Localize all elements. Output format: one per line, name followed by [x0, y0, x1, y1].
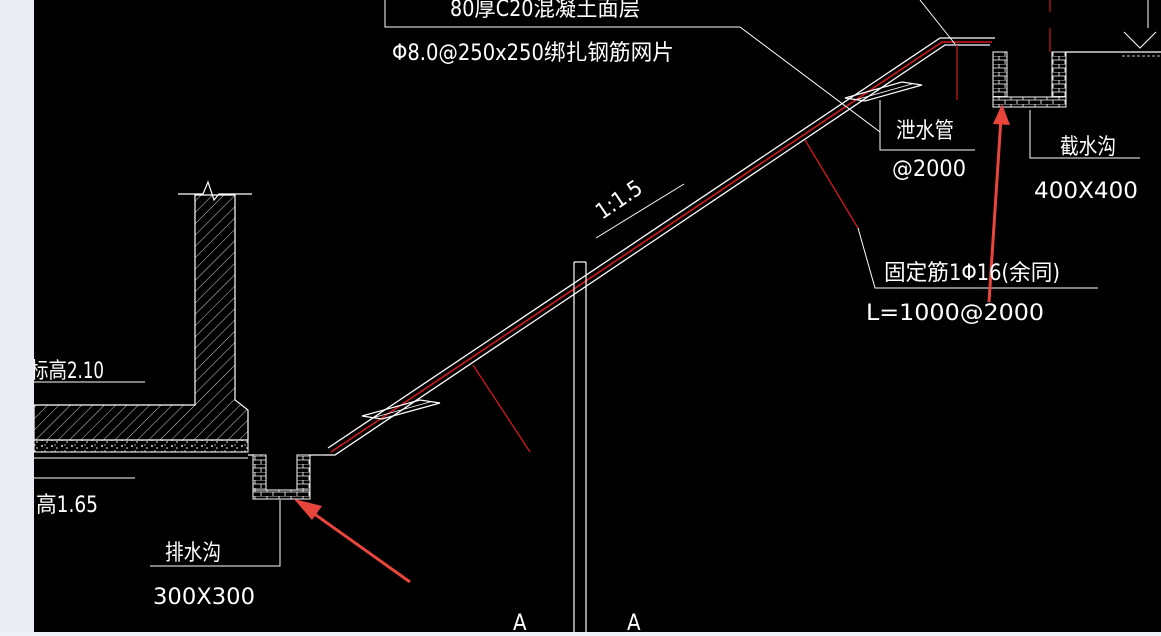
label-section-left: A	[513, 611, 527, 632]
window-margin	[0, 0, 34, 632]
callout-arrow-right	[987, 104, 1010, 303]
label-elevation-upper: 标高2.10	[34, 359, 104, 384]
label-slope-ratio: 1:1.5	[591, 176, 647, 225]
cad-drawing-canvas[interactable]: 80厚C20混凝土面层 Φ8.0@250x250绑扎钢筋网片 1:1.5 泄水管…	[30, 0, 1161, 636]
label-cutoff-ditch-size: 400X400	[1034, 179, 1138, 204]
gravel-cushion	[33, 439, 249, 459]
weep-pipe-upper	[844, 81, 923, 102]
drainage-ditch	[252, 454, 325, 500]
label-mesh: Φ8.0@250x250绑扎钢筋网片	[392, 41, 674, 66]
anchor-bar-lower	[472, 364, 531, 453]
slope-face	[325, 37, 995, 456]
section-line	[573, 261, 587, 632]
label-anchor-bar: 固定筋1Φ16(余同)	[884, 261, 1060, 286]
retaining-wall	[33, 180, 252, 441]
label-top-cut: 80厚C20混凝土面层	[450, 0, 640, 22]
label-anchor-bar-length: L=1000@2000	[866, 301, 1044, 326]
callout-arrow-left	[294, 499, 411, 584]
label-drain-pipe-spacing: @2000	[892, 157, 966, 182]
label-drainage-ditch: 排水沟	[165, 541, 221, 566]
weep-pipe-lower	[361, 399, 441, 420]
anchor-bar-upper	[804, 139, 859, 229]
label-elevation-lower: 高1.65	[36, 493, 98, 518]
cutoff-ditch	[992, 51, 1161, 108]
slope-section-drawing: 80厚C20混凝土面层 Φ8.0@250x250绑扎钢筋网片 1:1.5 泄水管…	[30, 0, 1161, 636]
label-cutoff-ditch: 截水沟	[1060, 135, 1116, 160]
ground-marker	[1118, 0, 1161, 57]
leader-lines	[34, 0, 1140, 567]
label-drain-pipe: 泄水管	[896, 119, 954, 144]
label-drainage-ditch-size: 300X300	[153, 585, 255, 610]
label-section-right: A	[627, 611, 641, 632]
